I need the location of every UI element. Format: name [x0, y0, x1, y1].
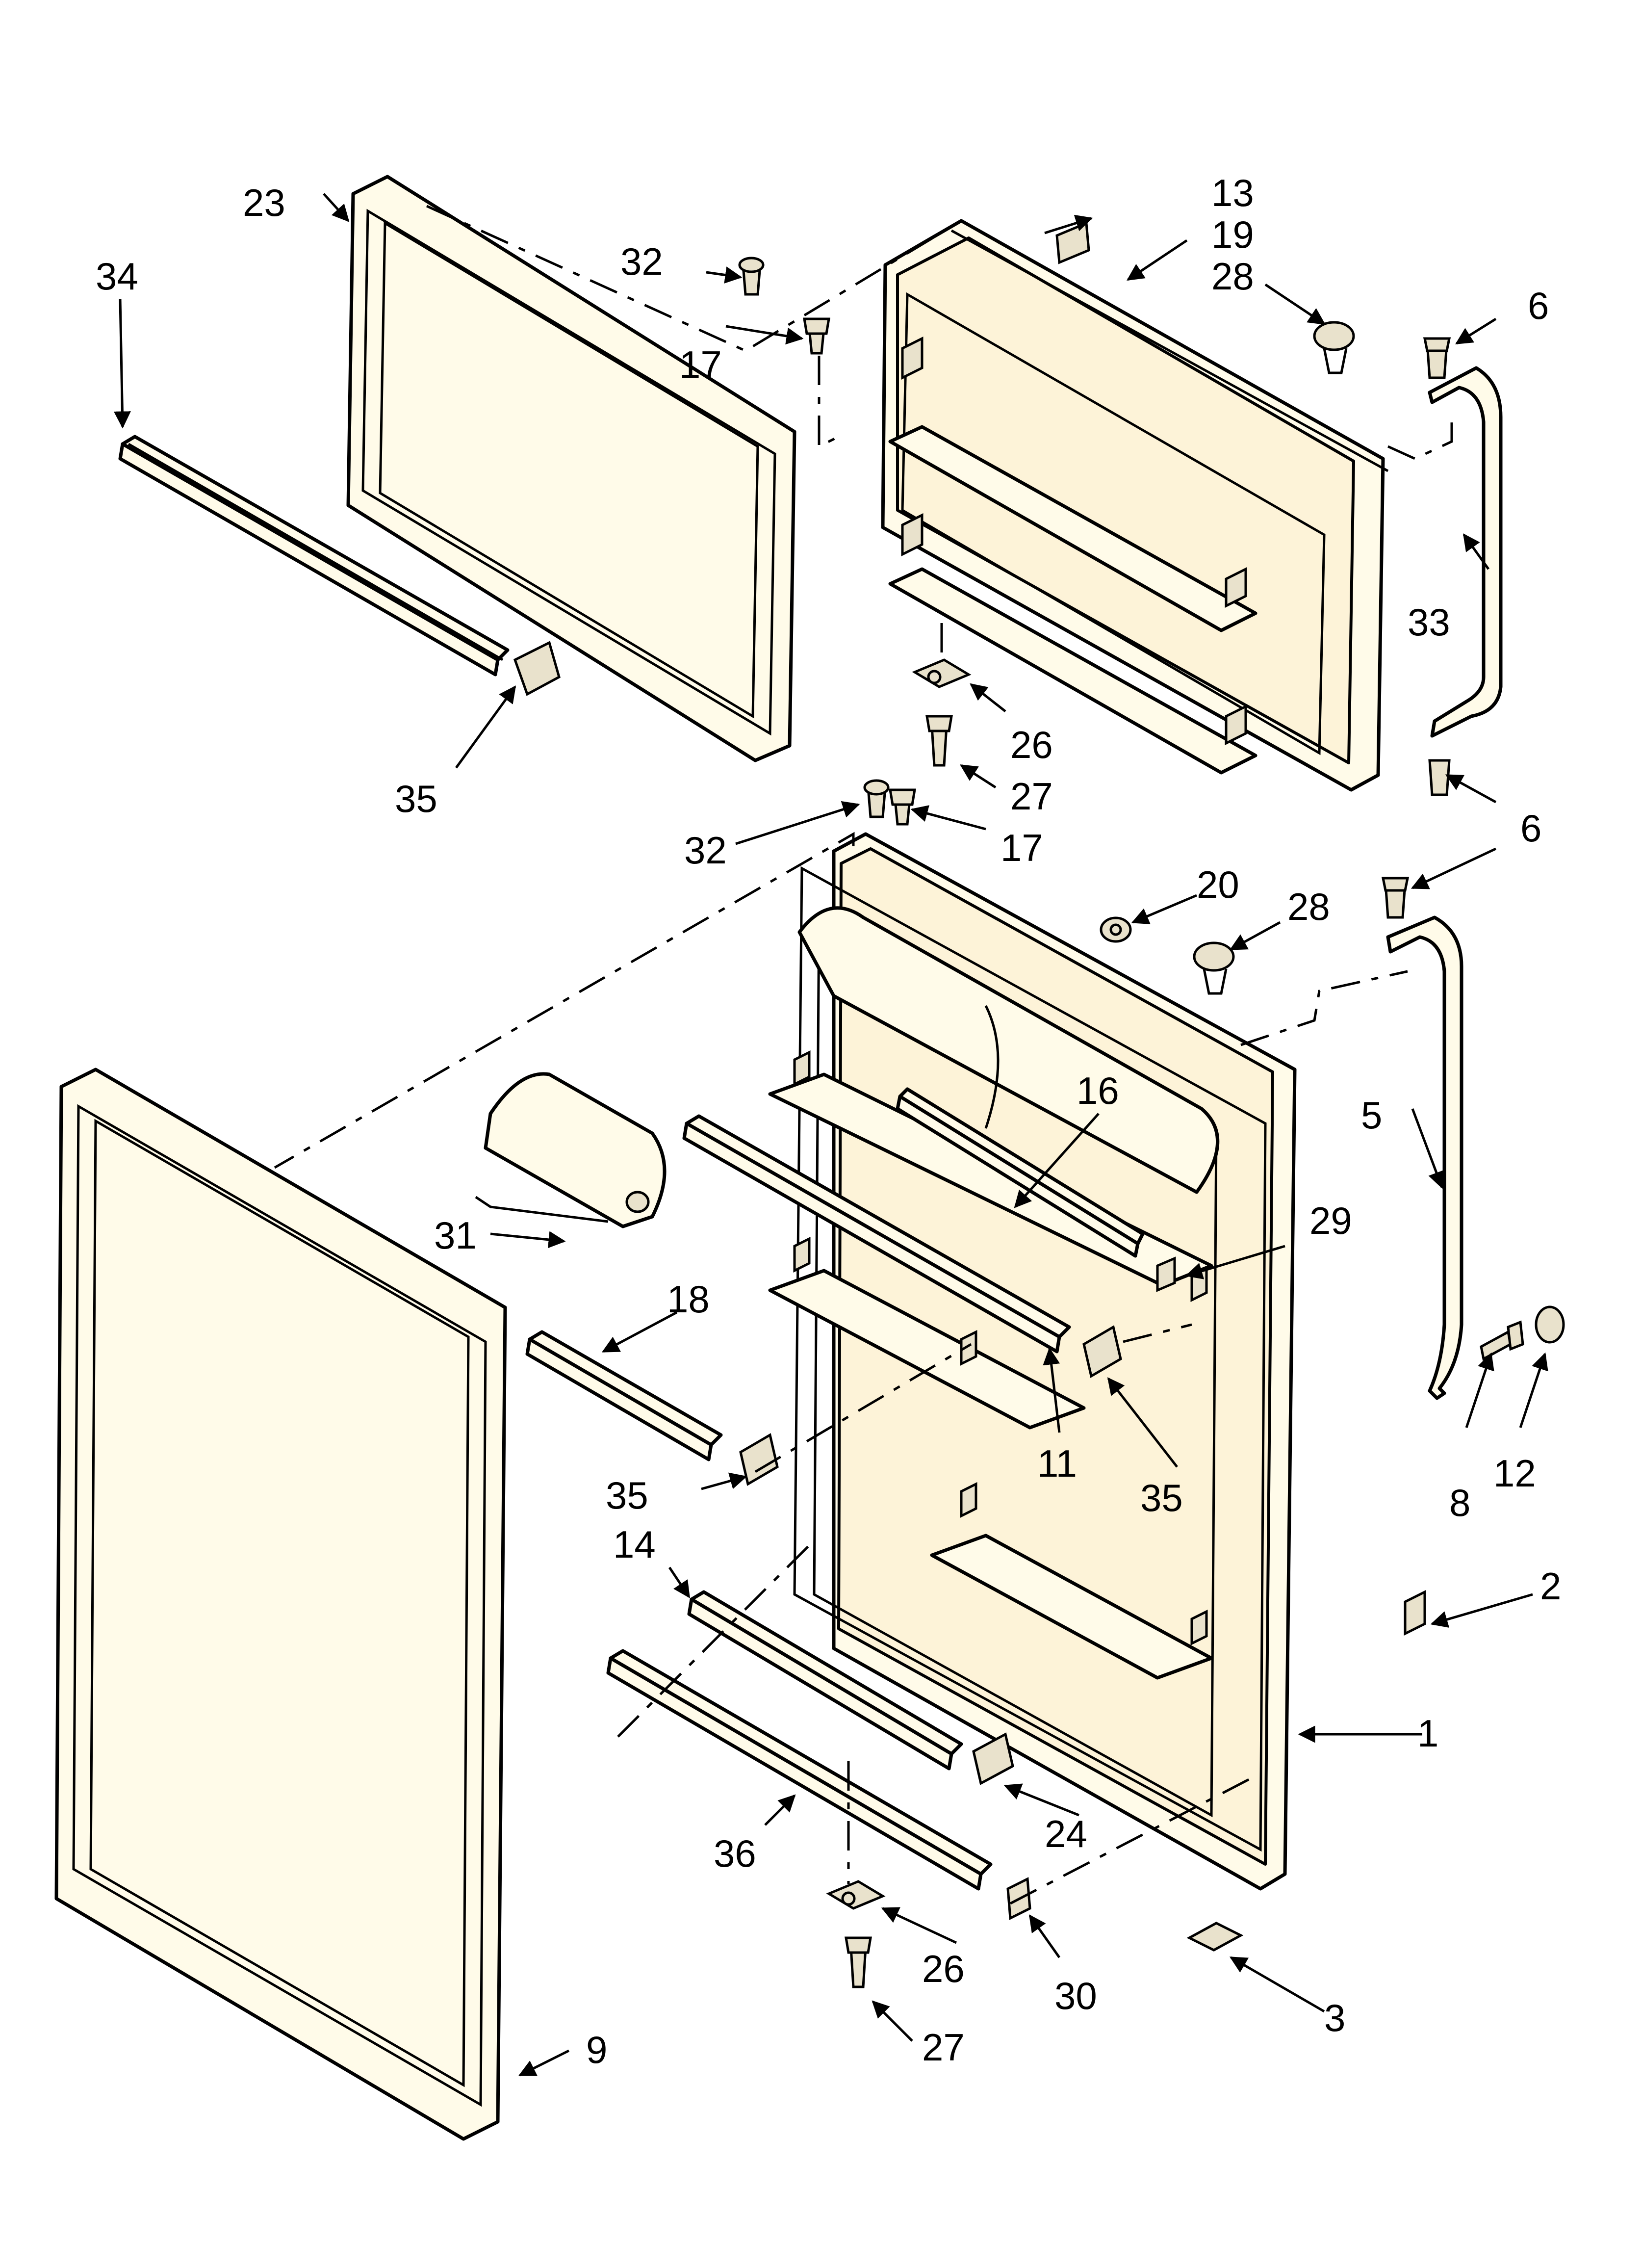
freezer-door-gasket: [346, 175, 796, 762]
bracket-right: [1404, 1590, 1426, 1636]
lower-door-rail: [687, 1590, 963, 1771]
callout-23: 23: [243, 181, 285, 224]
liner-label: [1055, 221, 1090, 264]
callout-33: 33: [1408, 600, 1450, 644]
handle-cap: [1535, 1305, 1565, 1344]
callout-36: 36: [714, 1832, 756, 1875]
handle-screw-mid: [1428, 759, 1451, 796]
stop-screw-bottom: [889, 788, 916, 826]
cam-fitting: [1100, 916, 1132, 943]
shelf-stop: [1156, 1256, 1176, 1292]
hole-plug-bottom: [1193, 941, 1235, 995]
hinge-bottom: [826, 1880, 886, 1910]
callout-32-bottom: 32: [684, 829, 727, 872]
callout-1: 1: [1417, 1712, 1438, 1755]
callout-32-top: 32: [620, 240, 663, 283]
callout-35-right: 35: [1140, 1476, 1183, 1519]
callout-16: 16: [1077, 1069, 1119, 1112]
callout-13: 13: [1211, 171, 1254, 214]
handle-screw-lower: [1381, 877, 1410, 919]
callout-19: 19: [1211, 213, 1254, 256]
callout-17-top: 17: [679, 343, 722, 386]
stop-screw-top: [803, 317, 830, 355]
callout-28-top: 28: [1211, 255, 1254, 298]
callout-5: 5: [1361, 1094, 1382, 1137]
callout-26-top: 26: [1010, 723, 1053, 766]
callout-2: 2: [1540, 1564, 1561, 1608]
hinge-screw-bottom: [845, 1936, 872, 1988]
callout-8: 8: [1449, 1481, 1470, 1524]
callout-24: 24: [1045, 1812, 1087, 1855]
hinge-screw-top: [925, 715, 953, 767]
lower-rail-end-clip: [972, 1732, 1014, 1785]
fresh-food-door-handle: [1386, 915, 1463, 1400]
handle-screw-upper: [1423, 337, 1451, 379]
handle-screw-8: [1480, 1320, 1524, 1361]
dairy-door: [896, 1087, 1145, 1258]
freezer-door-handle: [1428, 366, 1503, 738]
door-stop-pin-bottom: [863, 779, 890, 818]
door-stop-pin-top: [738, 257, 765, 296]
callout-18: 18: [667, 1277, 710, 1321]
fresh-food-door-gasket: [54, 1068, 507, 2141]
callout-6-bottom: 6: [1520, 807, 1541, 850]
callout-29: 29: [1309, 1199, 1352, 1242]
rail-end-clip-right: [1082, 1325, 1122, 1378]
callout-26-bottom: 26: [922, 1947, 965, 1990]
short-door-rail: [525, 1330, 723, 1461]
hinge-top: [912, 658, 972, 688]
bottom-door-rail: [606, 1649, 993, 1891]
callout-3: 3: [1324, 1996, 1345, 2039]
callout-6-top: 6: [1528, 284, 1549, 327]
freezer-door-liner: [881, 219, 1389, 792]
callout-9: 9: [586, 2028, 607, 2071]
callout-14: 14: [613, 1523, 656, 1566]
rail-end-clip-left: [739, 1433, 779, 1486]
butter-compartment: [475, 1072, 667, 1228]
callout-35-top-left: 35: [395, 777, 437, 820]
callout-34: 34: [96, 255, 138, 298]
freezer-shelf-rail: [118, 435, 510, 677]
callout-20: 20: [1197, 863, 1239, 906]
callout-27-top: 27: [1010, 775, 1053, 818]
callout-11: 11: [1037, 1442, 1077, 1485]
hole-plug-top: [1313, 321, 1355, 374]
callout-17-bottom: 17: [1001, 826, 1043, 869]
callout-28-bottom: 28: [1287, 885, 1330, 928]
callout-30: 30: [1054, 1974, 1097, 2017]
bottom-bracket: [1186, 1922, 1244, 1952]
callout-35-left: 35: [606, 1474, 648, 1517]
callout-12: 12: [1493, 1452, 1536, 1495]
callout-27-bottom: 27: [922, 2026, 965, 2069]
callout-31: 31: [434, 1214, 477, 1257]
rail-end-clip-top-left: [513, 641, 561, 696]
